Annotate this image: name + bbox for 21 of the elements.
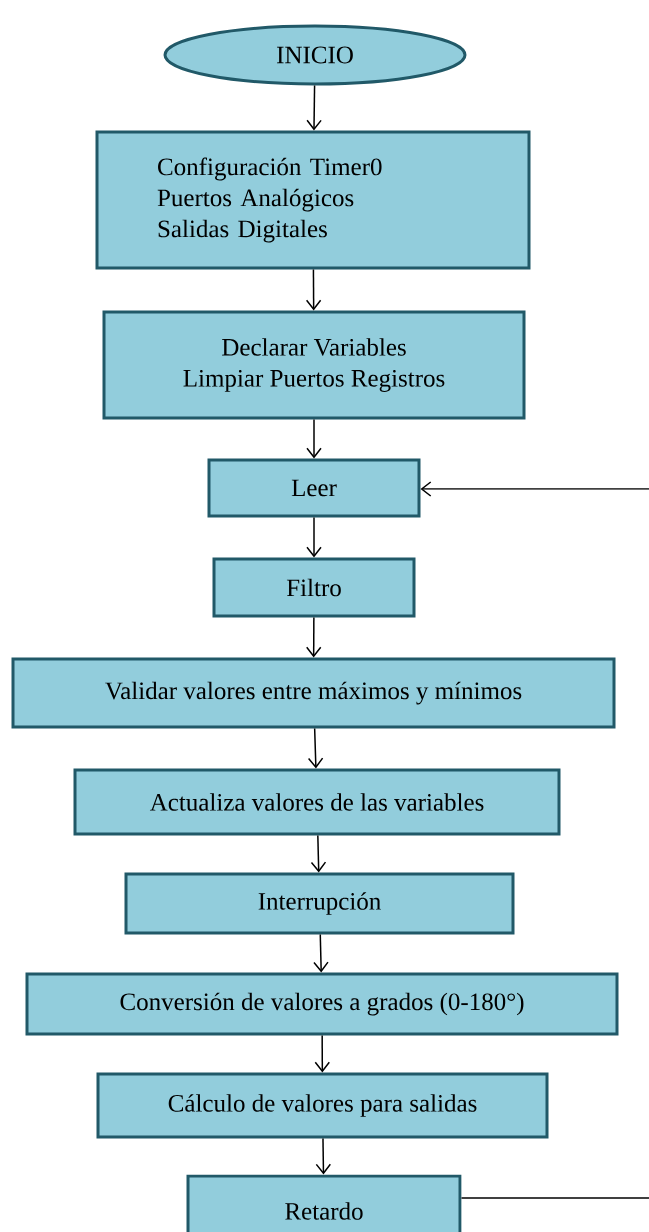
arrow	[307, 727, 324, 769]
arrow	[306, 84, 322, 131]
arrow	[310, 834, 327, 873]
process-box: Conversión de valores a grados (0-180°)	[25, 972, 619, 1036]
arrow	[420, 481, 649, 497]
process-box: Configuración Timer0 Puertos Analógicos Salidas Digitales	[95, 130, 531, 270]
arrow	[305, 268, 322, 311]
process-box: Validar valores entre máximos y mínimos	[11, 657, 616, 729]
arrow	[306, 516, 322, 558]
process-box: Actualiza valores de las variables	[73, 768, 561, 836]
arrow	[305, 616, 322, 658]
process-box: Leer	[207, 458, 421, 518]
arrow	[314, 1034, 331, 1073]
process-box: Retardo	[186, 1174, 462, 1232]
process-box: Declarar Variables Limpiar Puertos Registros	[102, 310, 526, 420]
arrow	[315, 1137, 332, 1175]
process-box: Cálculo de valores para salidas	[96, 1072, 549, 1139]
arrow	[306, 418, 322, 459]
process-box: Filtro	[212, 557, 416, 618]
process-box: Interrupción	[124, 872, 515, 935]
arrow	[313, 933, 329, 973]
